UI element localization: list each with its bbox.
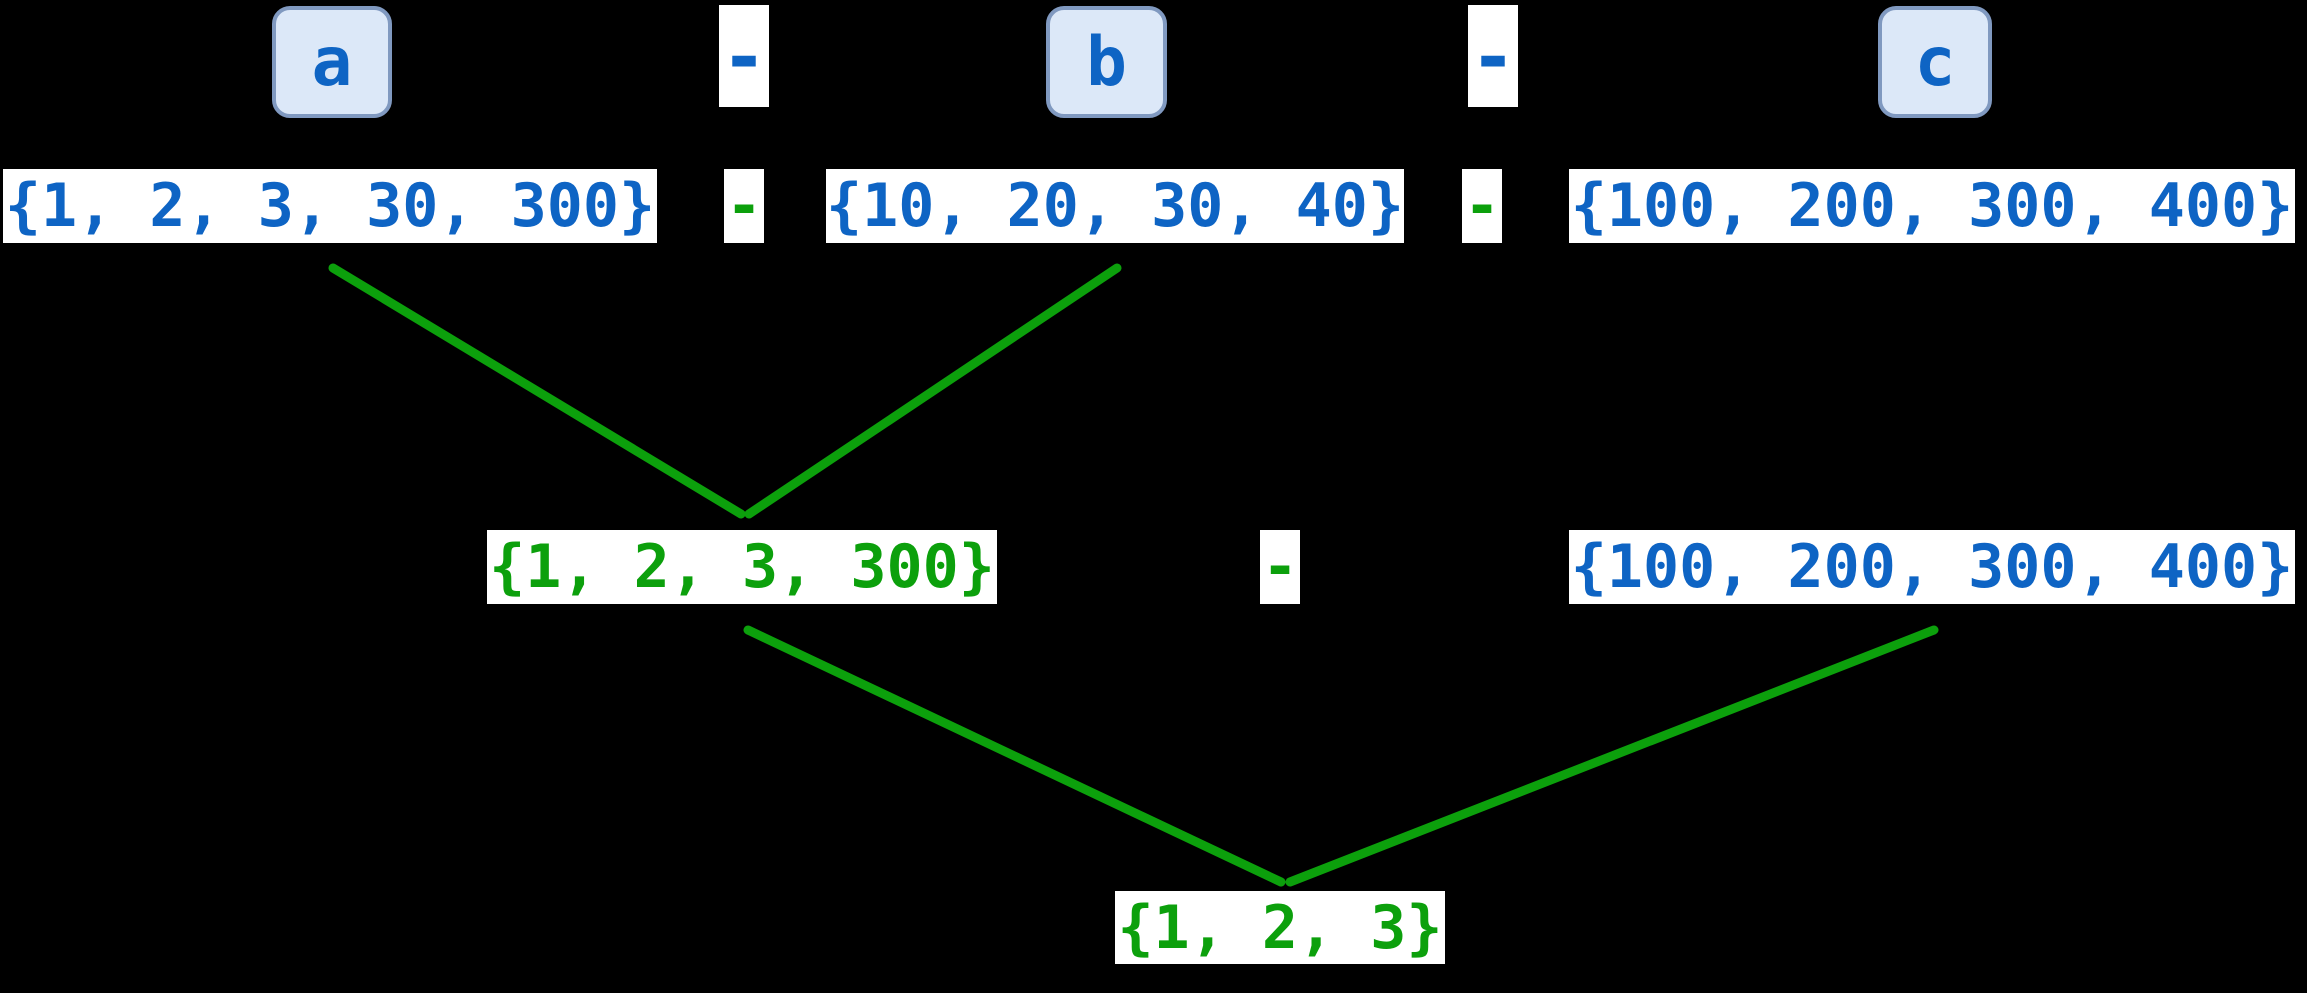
step1-result-a-minus-b: {1, 2, 3, 300} xyxy=(487,530,997,604)
variable-c-label: c xyxy=(1878,6,1992,118)
minus-operator-a-b: - xyxy=(719,5,769,107)
set-b-value: {10, 20, 30, 40} xyxy=(826,169,1404,243)
edge-set-a-to-step1-result xyxy=(328,263,746,519)
minus-operator-b-c: - xyxy=(1468,5,1518,107)
edge-set-b-to-step1-result xyxy=(744,263,1122,519)
minus-operator-set-a-b: - xyxy=(724,169,764,243)
variable-a-label: a xyxy=(272,6,392,118)
minus-operator-set-b-c: - xyxy=(1462,169,1502,243)
set-c-value: {100, 200, 300, 400} xyxy=(1569,169,2295,243)
minus-operator-step1-c: - xyxy=(1260,530,1300,604)
edge-step1-result-to-final xyxy=(743,625,1286,887)
final-result: {1, 2, 3} xyxy=(1115,891,1445,964)
set-c-value-repeat: {100, 200, 300, 400} xyxy=(1569,530,2295,604)
variable-b-label: b xyxy=(1046,6,1167,118)
edge-set-c-to-final xyxy=(1285,625,1939,887)
set-a-value: {1, 2, 3, 30, 300} xyxy=(3,169,657,243)
